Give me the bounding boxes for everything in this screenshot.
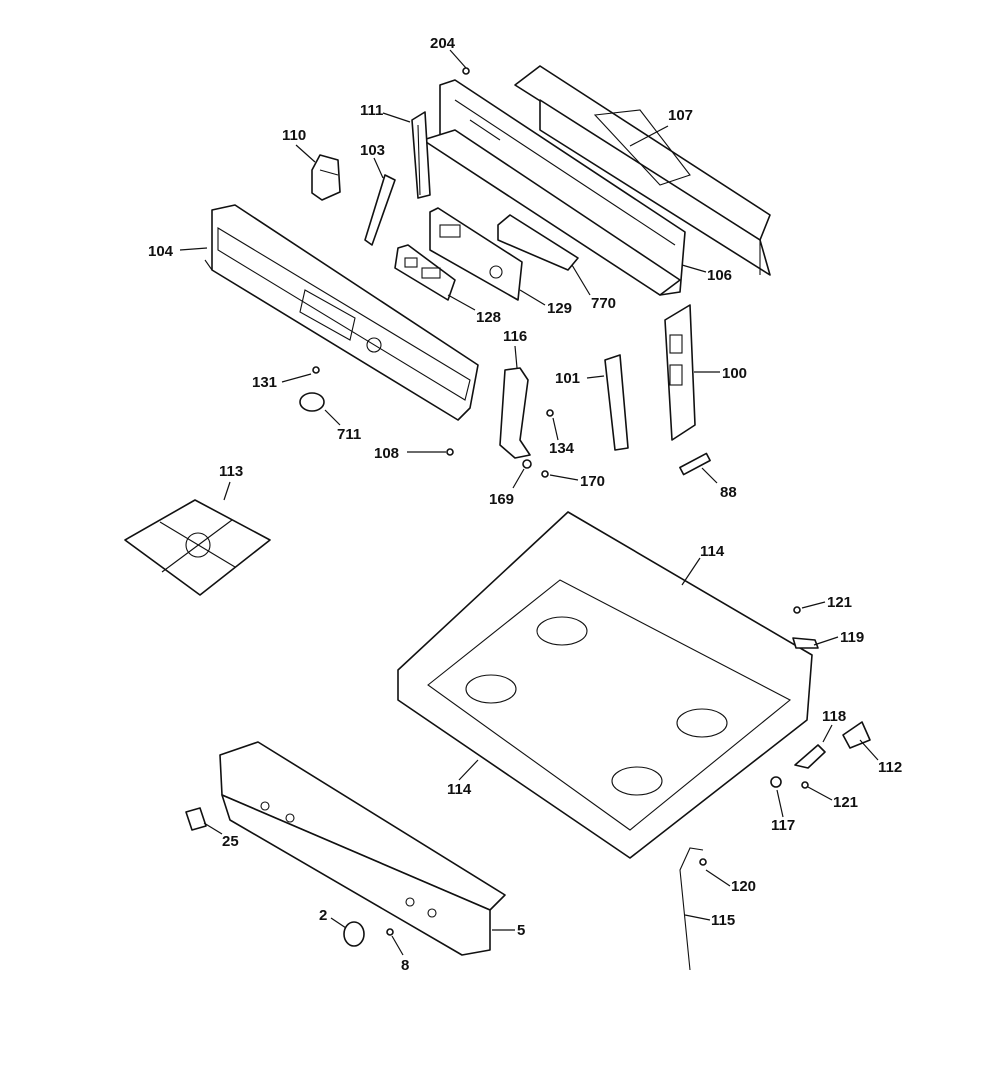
callout-100: 100	[722, 365, 747, 382]
part-169-washer	[522, 459, 532, 469]
part-119-bracket	[792, 637, 819, 649]
part-120-screw	[699, 858, 707, 866]
callout-25: 25	[222, 833, 239, 850]
callout-116: 116	[503, 328, 527, 345]
callout-110: 110	[282, 127, 306, 144]
part-101-bracket	[604, 354, 629, 451]
part-112-latch	[842, 721, 871, 749]
callout-121-bottom: 121	[833, 794, 858, 811]
callout-103: 103	[360, 142, 385, 159]
part-104-control-panel	[204, 204, 479, 421]
callout-108: 108	[374, 445, 399, 462]
callout-131: 131	[252, 374, 277, 391]
callout-88: 88	[720, 484, 737, 501]
part-118-bracket	[794, 744, 826, 769]
callout-169: 169	[489, 491, 514, 508]
part-115-rod	[679, 847, 704, 971]
callout-770: 770	[591, 295, 616, 312]
part-116-side-trim	[499, 367, 531, 459]
callout-112: 112	[878, 759, 902, 776]
part-711-knob	[299, 392, 325, 412]
part-2-knob	[343, 921, 365, 947]
part-129-control-board	[429, 207, 523, 301]
part-100-side-panel	[664, 304, 696, 441]
callout-107: 107	[668, 107, 693, 124]
part-108-screw	[446, 448, 454, 456]
callout-5: 5	[517, 922, 525, 939]
right-hardware	[679, 606, 871, 971]
part-103-rod	[364, 174, 396, 246]
callout-113: 113	[219, 463, 243, 480]
callout-8: 8	[401, 957, 409, 974]
small-hardware	[299, 67, 711, 478]
callout-134: 134	[549, 440, 575, 457]
part-5-manifold-panel	[219, 741, 506, 956]
part-114-cooktop	[397, 511, 813, 859]
callout-711: 711	[337, 426, 361, 443]
callout-170: 170	[580, 473, 605, 490]
part-134-screw	[546, 409, 554, 417]
callout-128: 128	[476, 309, 501, 326]
part-204-screw	[462, 67, 470, 75]
part-8-screw	[386, 928, 394, 936]
callout-106: 106	[707, 267, 732, 284]
callout-104: 104	[148, 243, 174, 260]
leader-lines	[179, 49, 879, 956]
callout-2: 2	[319, 907, 327, 924]
callout-119: 119	[840, 629, 864, 646]
callout-129: 129	[547, 300, 572, 317]
callout-114-bottom: 114	[447, 781, 472, 798]
callout-118: 118	[822, 708, 846, 725]
callout-111: 111	[360, 102, 383, 119]
callout-labels: 204 107 111 110 103 104 106 129 770 128 …	[148, 35, 902, 974]
callout-117: 117	[771, 817, 795, 834]
callout-204: 204	[430, 35, 456, 52]
part-106-back-panel	[422, 79, 686, 296]
part-121-screw-lower	[801, 781, 809, 789]
callout-114-top: 114	[700, 543, 725, 560]
callout-115: 115	[711, 912, 735, 929]
callout-120: 120	[731, 878, 756, 895]
part-25-igniter-switch	[185, 807, 207, 831]
part-117-nut	[770, 776, 782, 788]
part-88-foot	[679, 452, 711, 476]
callout-101: 101	[555, 370, 580, 387]
part-770-bracket	[497, 214, 579, 271]
callout-121-top: 121	[827, 594, 852, 611]
part-113-grate	[124, 499, 271, 596]
part-111-bracket	[411, 111, 431, 199]
part-170-screw	[541, 470, 549, 478]
part-131-clip	[312, 366, 320, 374]
part-107-top-cover	[514, 65, 771, 276]
part-121-screw-upper	[793, 606, 801, 614]
part-128-display	[394, 244, 456, 301]
lower-small-parts	[185, 807, 394, 947]
part-110-component	[311, 154, 341, 201]
